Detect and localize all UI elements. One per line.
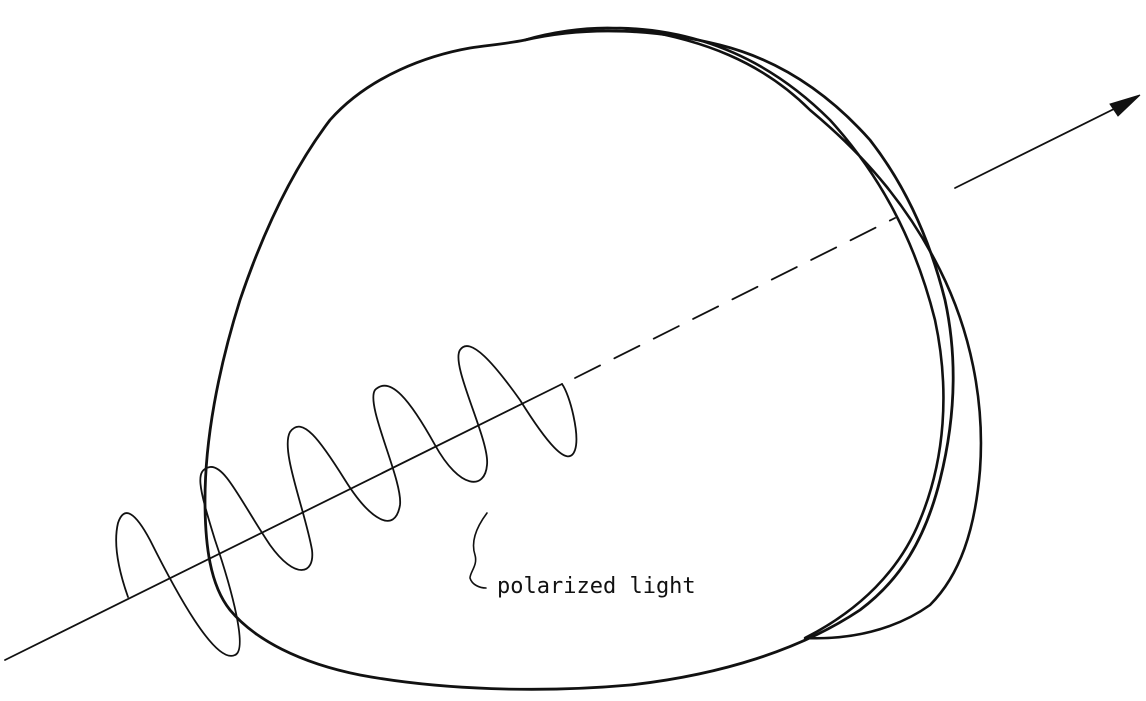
polarized-wave (116, 346, 576, 656)
label-leader-line (470, 513, 487, 588)
polarized-light-label: polarized light (497, 574, 696, 599)
arrowhead-icon (1110, 95, 1140, 116)
particle-outer-rim (525, 28, 981, 638)
light-ray-outgoing (955, 101, 1130, 188)
light-ray-dashed-segment (575, 218, 895, 378)
